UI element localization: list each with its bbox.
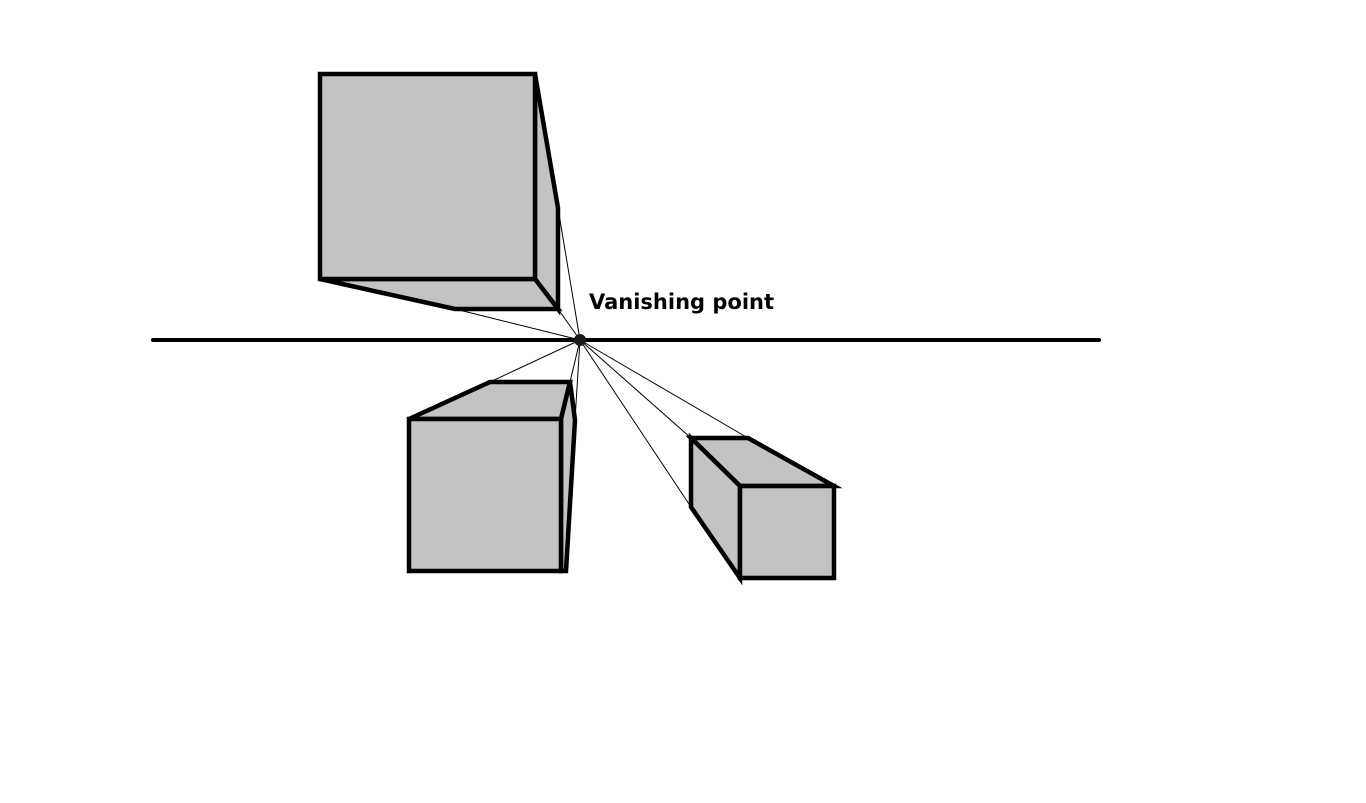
lower-right-box-front-face bbox=[737, 483, 837, 581]
lower-right-box-projection-line bbox=[579, 339, 692, 508]
upper-cube bbox=[317, 71, 581, 341]
lower-left-cube-projection-line bbox=[569, 339, 581, 383]
upper-cube-front-face bbox=[317, 71, 538, 282]
upper-cube-bottom-face bbox=[319, 276, 563, 312]
lower-left-cube-front-face bbox=[406, 416, 564, 574]
lower-right-box bbox=[579, 339, 843, 586]
lower-right-box-projection-line bbox=[579, 339, 749, 439]
lower-right-box-projection-line bbox=[579, 339, 692, 439]
upper-cube-projection-line bbox=[557, 308, 581, 341]
lower-left-cube bbox=[406, 339, 581, 574]
vanishing-point-dot bbox=[574, 334, 586, 346]
vanishing-point-label: Vanishing point bbox=[589, 290, 774, 314]
upper-cube-projection-line bbox=[557, 207, 581, 341]
upper-cube-side-face bbox=[532, 73, 561, 316]
lower-left-cube-projection-line bbox=[489, 339, 581, 383]
lower-left-cube-top-face bbox=[408, 379, 573, 422]
upper-cube-projection-line bbox=[454, 308, 581, 341]
lower-left-cube-projection-line bbox=[574, 339, 581, 421]
